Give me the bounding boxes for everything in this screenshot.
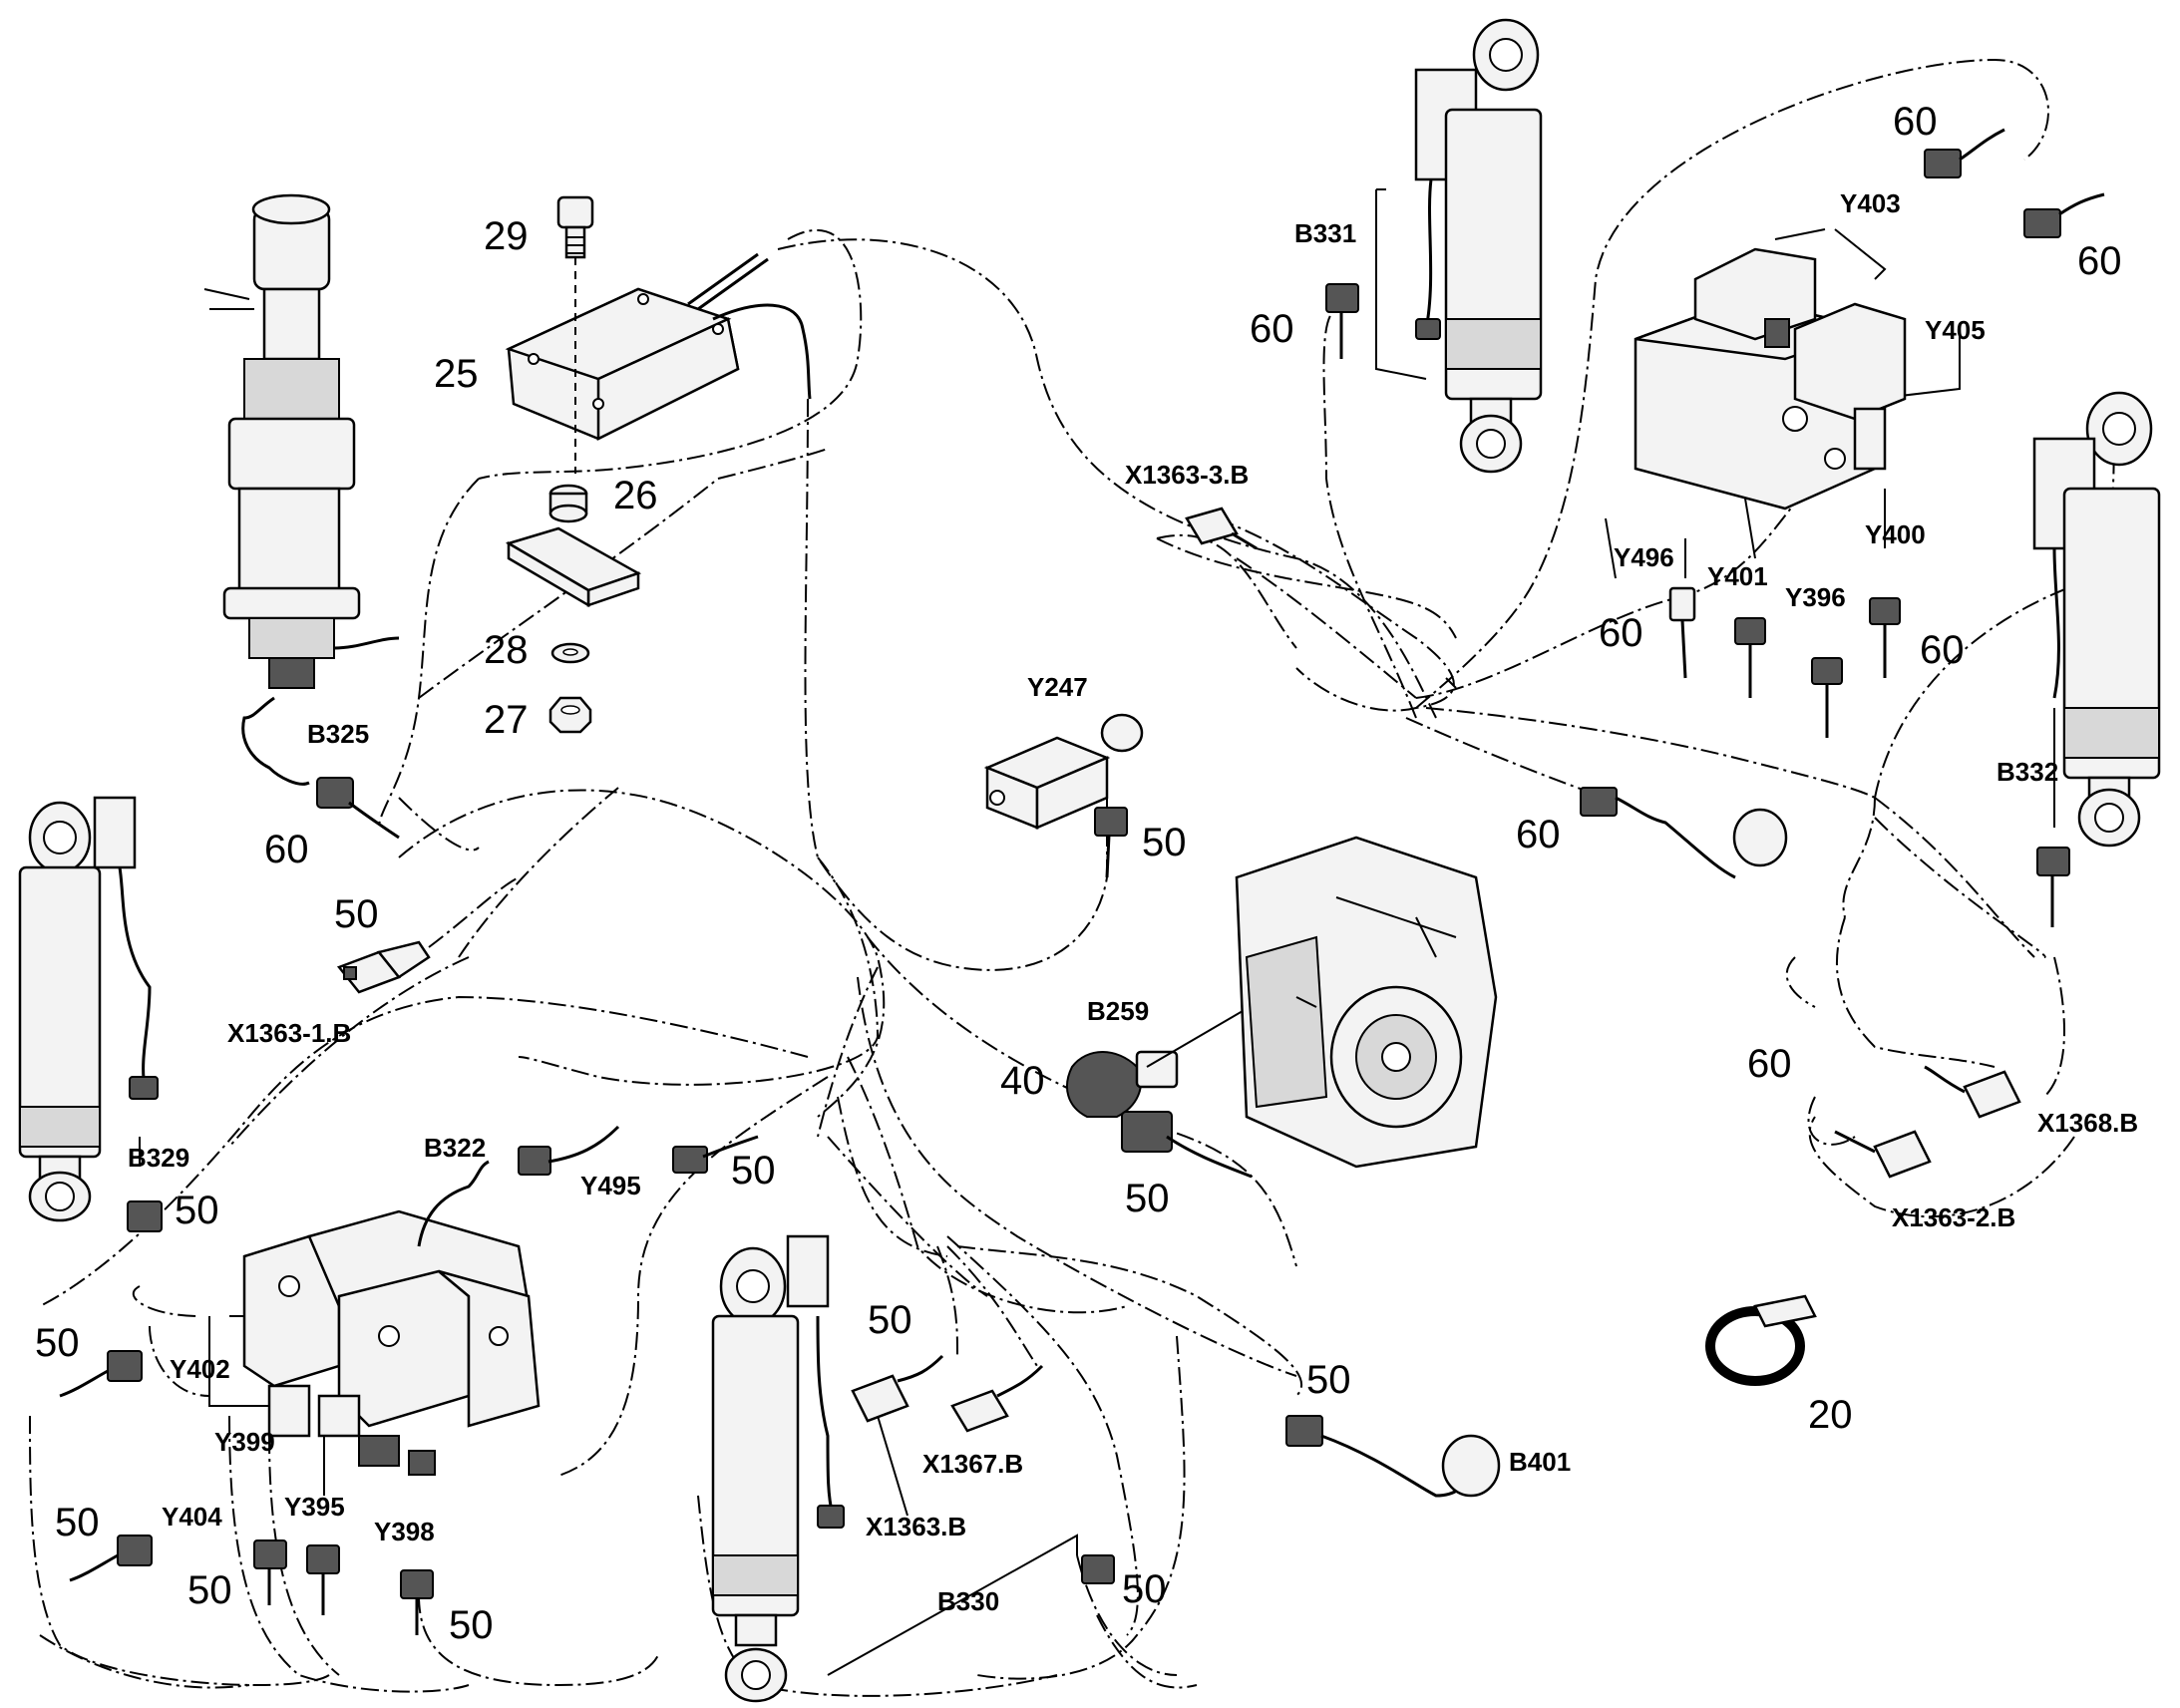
label-50-x1363: 50 (868, 1298, 912, 1342)
label-40: 40 (1000, 1059, 1045, 1103)
label-60-b331: 60 (1250, 307, 1294, 351)
speed-sensor-b259 (1066, 996, 1268, 1179)
label-x1363-2: X1363-2.B (1892, 1202, 2015, 1232)
transmission (1235, 836, 1498, 1169)
label-27: 27 (484, 698, 529, 742)
label-y396: Y396 (1785, 582, 1846, 612)
label-x1363-3: X1363-3.B (1125, 460, 1249, 490)
label-y398: Y398 (374, 1517, 435, 1546)
label-y247: Y247 (1027, 672, 1088, 702)
label-y403: Y403 (1840, 188, 1901, 218)
label-60-x1368: 60 (1747, 1042, 1792, 1086)
nut (548, 696, 592, 734)
label-29: 29 (484, 214, 529, 258)
label-20: 20 (1808, 1393, 1853, 1437)
label-60-mid: 60 (1516, 813, 1561, 856)
label-y496: Y496 (1614, 542, 1674, 572)
connectors-b322-y495 (518, 1125, 759, 1176)
label-50-b329: 50 (175, 1189, 219, 1232)
hydraulic-cylinder-right (2032, 391, 2161, 848)
label-50-y495: 50 (731, 1149, 776, 1193)
connector-b331 (1325, 283, 1359, 313)
label-25: 25 (434, 352, 479, 396)
washer (550, 642, 590, 664)
label-b259: B259 (1087, 996, 1149, 1026)
label-50-y399: 50 (187, 1568, 232, 1612)
hydraulic-cylinder-left (18, 796, 159, 1222)
hydraulic-cylinder-top (1414, 18, 1543, 474)
label-26: 26 (613, 474, 658, 517)
control-unit (505, 252, 812, 442)
callout-labels: 29 25 26 28 27 B325 60 50 X1363-1.B B329… (35, 100, 2138, 1647)
connectors-left-block (59, 1350, 434, 1635)
connectors-right-block (1580, 128, 2105, 879)
label-50-x1363-1: 50 (334, 892, 379, 936)
label-50-b330: 50 (1122, 1567, 1167, 1611)
label-x1368: X1368.B (2037, 1108, 2138, 1138)
steering-motor-unit (203, 193, 400, 786)
label-50-y404: 50 (55, 1501, 100, 1544)
label-50-b401: 50 (1306, 1358, 1351, 1402)
label-y405: Y405 (1925, 315, 1986, 345)
connector-x1363-1 (336, 940, 431, 994)
connector-b329 (127, 1200, 163, 1232)
label-y401: Y401 (1707, 561, 1768, 591)
valve-block-right (1634, 247, 1907, 511)
hose-clamp (1705, 1294, 1817, 1386)
label-28: 28 (484, 628, 529, 672)
valve-block-left (242, 1160, 541, 1476)
mounting-plate (505, 526, 642, 608)
label-y400: Y400 (1865, 519, 1926, 549)
label-50-y402: 50 (35, 1321, 80, 1365)
harness-wires (29, 58, 2115, 1697)
label-y495: Y495 (580, 1171, 641, 1200)
connector-x1363-3 (1185, 507, 1258, 550)
label-b332: B332 (1997, 757, 2058, 787)
label-50-y247: 50 (1142, 821, 1187, 864)
label-x1363: X1363.B (866, 1512, 966, 1541)
label-b401: B401 (1509, 1447, 1571, 1477)
label-b322: B322 (424, 1133, 486, 1163)
solenoid-valve-y247 (983, 713, 1144, 878)
label-60-y400: 60 (1920, 628, 1965, 672)
spacer (548, 484, 588, 523)
connectors-middle (851, 1354, 1501, 1584)
label-b331: B331 (1294, 218, 1356, 248)
bolt (556, 195, 594, 474)
label-50-b259: 50 (1125, 1177, 1170, 1220)
label-x1363-1: X1363-1.B (227, 1018, 351, 1048)
label-y399: Y399 (214, 1427, 275, 1457)
label-y402: Y402 (170, 1354, 230, 1384)
label-x1367: X1367.B (922, 1449, 1023, 1479)
connectors-x1368-x1363-2 (1834, 1065, 2021, 1179)
connector-b332 (2036, 847, 2070, 876)
label-b325: B325 (307, 719, 369, 749)
hydraulic-cylinder-middle (711, 1234, 845, 1703)
label-60-y403: 60 (1893, 100, 1938, 144)
label-60-y405: 60 (2077, 239, 2122, 283)
label-y395: Y395 (284, 1492, 345, 1522)
label-y404: Y404 (162, 1502, 222, 1532)
label-b329: B329 (128, 1143, 189, 1173)
label-60-b325: 60 (264, 828, 309, 871)
sensor-connector-b325 (316, 777, 400, 840)
label-b330: B330 (937, 1586, 999, 1616)
label-60-y496: 60 (1599, 611, 1643, 655)
label-50-y398: 50 (449, 1603, 494, 1647)
